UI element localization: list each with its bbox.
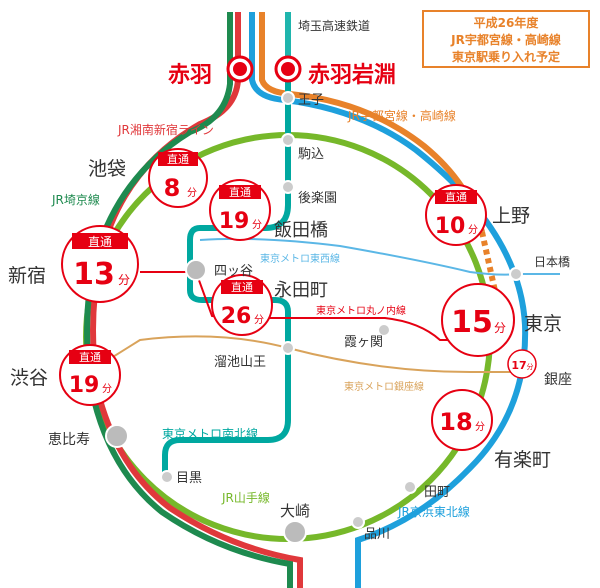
badge-nagatacho-minutes: 26: [221, 304, 252, 329]
label-tameike: 溜池山王: [214, 355, 266, 370]
badge-ginza-minutes: 17: [511, 359, 526, 372]
label-ikebukuro: 池袋: [88, 158, 126, 180]
note-line-1: 平成26年度: [473, 16, 539, 30]
badge-tokyo-minutes: 15: [451, 305, 493, 340]
badge-nagatacho: 直通 26 分: [211, 274, 273, 336]
badge-tokyo-unit: 分: [494, 321, 506, 335]
badge-shibuya-unit: 分: [102, 383, 112, 395]
station-oji-dot: [281, 91, 295, 105]
label-osaki: 大崎: [280, 502, 310, 520]
station-akabane-dot-inner: [233, 62, 247, 76]
label-marunouchi-line: 東京メトロ丸ノ内線: [316, 304, 406, 317]
badge-iidabashi-direct: 直通: [229, 185, 251, 199]
label-meguro: 目黒: [176, 471, 202, 486]
label-saitama-railway: 埼玉高速鉄道: [298, 18, 370, 33]
label-utsunomiya-line: JR宇都宮線・高崎線: [347, 108, 456, 123]
badge-shibuya: 直通 19 分: [59, 344, 121, 406]
label-saikyo-line: JR埼京線: [51, 192, 100, 207]
label-namboku-line: 東京メトロ南北線: [162, 426, 258, 441]
badge-nagatacho-unit: 分: [254, 314, 264, 326]
label-tokyo: 東京: [524, 313, 562, 335]
label-ginza-line: 東京メトロ銀座線: [344, 380, 424, 393]
label-iidabashi: 飯田橋: [274, 220, 328, 241]
station-shinagawa-dot: [351, 515, 365, 529]
badge-shinjuku-unit: 分: [118, 273, 130, 287]
badge-shinjuku: 直通 13 分: [61, 225, 139, 303]
station-tamachi-dot: [403, 480, 417, 494]
badge-iidabashi-minutes: 19: [219, 209, 250, 234]
station-tameike-dot: [281, 341, 295, 355]
label-korakuen: 後楽園: [298, 190, 337, 206]
note-line-2: JR宇都宮線・高崎線: [451, 33, 561, 47]
badge-ueno-unit: 分: [468, 224, 478, 236]
label-ueno: 上野: [492, 205, 530, 227]
badge-ikebukuro-unit: 分: [187, 187, 197, 199]
badge-ikebukuro: 直通 8 分: [148, 148, 208, 208]
station-ichigaya-dot: [185, 259, 207, 281]
label-shinjuku: 新宿: [8, 265, 46, 287]
label-shibuya: 渋谷: [10, 367, 48, 389]
station-ebisu-dot: [105, 424, 129, 448]
badge-nagatacho-direct: 直通: [231, 280, 253, 294]
badge-ikebukuro-minutes: 8: [164, 174, 181, 202]
badge-ueno-direct: 直通: [445, 190, 467, 204]
saikyo-line: [84, 12, 293, 588]
label-nagatacho: 永田町: [274, 280, 328, 301]
station-meguro-dot: [160, 470, 174, 484]
badge-shibuya-direct: 直通: [79, 350, 101, 364]
station-osaki-dot: [283, 520, 307, 544]
note-line-3: 東京駅乗り入れ予定: [451, 50, 560, 64]
station-komagome-dot: [281, 133, 295, 147]
badge-ginza-unit: 分: [527, 362, 534, 371]
station-akabaneiwabuchi-dot-inner: [281, 62, 295, 76]
label-yurakucho: 有楽町: [494, 449, 551, 471]
badge-shinjuku-minutes: 13: [73, 257, 115, 292]
planned-service-note: 平成26年度 JR宇都宮線・高崎線 東京駅乗り入れ予定: [422, 10, 590, 68]
badge-iidabashi-unit: 分: [252, 219, 262, 231]
label-ebisu: 恵比寿: [48, 431, 90, 448]
badge-ueno: 直通 10 分: [425, 184, 487, 246]
badge-ikebukuro-direct: 直通: [167, 152, 189, 166]
label-tamachi: 田町: [424, 485, 450, 500]
badge-ueno-minutes: 10: [435, 214, 466, 239]
badge-yurakucho: 18 分: [431, 389, 493, 451]
label-yamanote-line: JR山手線: [221, 490, 270, 505]
label-ginza: 銀座: [544, 372, 572, 388]
station-kasumigaseki-dot: [377, 323, 391, 337]
label-komagome: 駒込: [298, 147, 324, 162]
badge-iidabashi: 直通 19 分: [209, 179, 271, 241]
badge-ginza: 17 分: [507, 349, 537, 379]
badge-yurakucho-unit: 分: [475, 421, 485, 433]
badge-yurakucho-minutes: 18: [439, 408, 472, 436]
label-shonan-line: JR湘南新宿ライン: [117, 122, 214, 137]
label-tozai-line: 東京メトロ東西線: [260, 252, 340, 265]
label-akabaneiwabuchi: 赤羽岩淵: [308, 63, 396, 88]
label-nihonbashi: 日本橋: [534, 255, 570, 269]
label-ichigaya: 四ッ谷: [214, 264, 253, 279]
label-akabane: 赤羽: [168, 63, 212, 88]
label-keihin-line: JR京浜東北線: [397, 504, 470, 519]
station-nihonbashi-dot: [509, 267, 523, 281]
label-oji: 王子: [298, 93, 324, 108]
station-korakuen-dot: [281, 180, 295, 194]
label-kasumigaseki: 霞ヶ関: [344, 335, 383, 350]
label-shinagawa: 品川: [364, 527, 390, 542]
tozai-line: [199, 237, 560, 276]
badge-tokyo: 15 分: [441, 283, 515, 357]
badge-shibuya-minutes: 19: [69, 373, 100, 398]
badge-shinjuku-direct: 直通: [88, 235, 112, 249]
